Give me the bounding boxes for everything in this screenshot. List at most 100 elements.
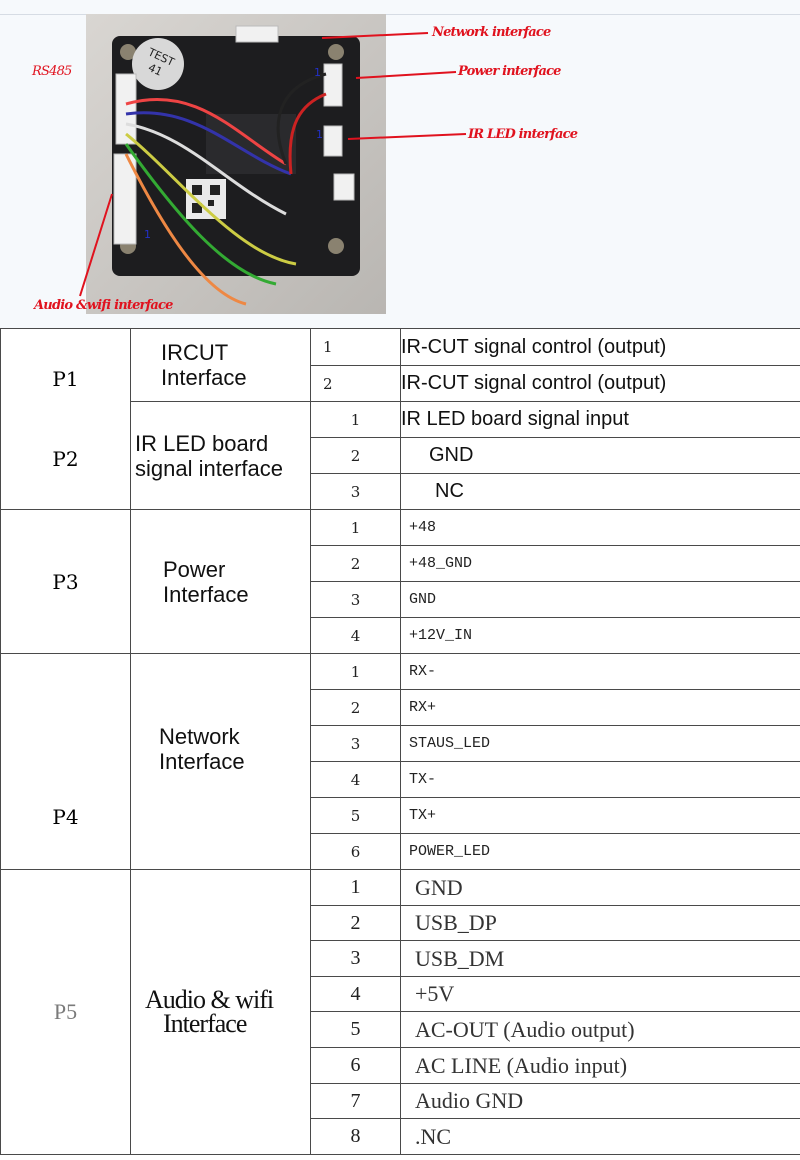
table-row: 3 USB_DM bbox=[1, 940, 800, 977]
table-row: P3 Power Interface 1 +48 bbox=[0, 509, 800, 654]
table-row: IR LED board signal interface 1 IR LED b… bbox=[1, 401, 800, 510]
top-rule bbox=[0, 14, 800, 15]
pin-function: IR LED board signal input bbox=[400, 401, 800, 438]
pin-group-p5: P5 bbox=[0, 869, 131, 1155]
table-row: 3 NC bbox=[1, 473, 800, 510]
interface-name-line: Audio & wifi bbox=[145, 985, 274, 1014]
audio-wifi-interface-label: Audio &wifi interface bbox=[34, 298, 173, 313]
pin1-marker: 1 bbox=[316, 128, 323, 141]
test-sticker bbox=[132, 38, 184, 90]
pin-number: 5 bbox=[310, 1011, 401, 1048]
pin-function: TX- bbox=[400, 761, 800, 798]
pin-function: GND bbox=[400, 581, 800, 618]
pin-group-label: P2 bbox=[52, 447, 79, 471]
pin-number: 3 bbox=[310, 473, 401, 510]
pin-function: +48 bbox=[400, 509, 800, 546]
pin-function: STAUS_LED bbox=[400, 725, 800, 762]
pin-function: GND bbox=[400, 869, 800, 906]
pin-function: USB_DM bbox=[400, 940, 800, 977]
pin-function: +48_GND bbox=[400, 545, 800, 582]
interface-name-irled: IR LED board signal interface bbox=[130, 401, 311, 510]
pin-number: 2 bbox=[310, 365, 401, 402]
callout-lines bbox=[79, 32, 467, 297]
pin-number: 4 bbox=[310, 976, 401, 1012]
pin-number: 2 bbox=[310, 545, 401, 582]
pin-number: 2 bbox=[310, 437, 401, 474]
pin-group-p3: P3 bbox=[0, 509, 131, 654]
pin-number: 1 bbox=[310, 869, 401, 906]
network-interface-label: Network interface bbox=[432, 25, 551, 40]
pin-function: +5V bbox=[400, 976, 800, 1012]
pin-function: IR-CUT signal control (output) bbox=[400, 365, 800, 402]
pin-number: 1 bbox=[310, 653, 401, 690]
pin-function: AC-OUT (Audio output) bbox=[400, 1011, 800, 1048]
test-sticker-number: 41 bbox=[146, 61, 164, 79]
pin-function: NC bbox=[400, 473, 800, 510]
table-row: 8 .NC bbox=[1, 1118, 800, 1155]
mount-hole bbox=[120, 44, 136, 60]
pin-number: 6 bbox=[310, 1047, 401, 1084]
audio-wifi-connector bbox=[113, 153, 137, 245]
interface-name-line: IR LED board bbox=[135, 430, 269, 456]
pin-number: 2 bbox=[310, 689, 401, 726]
interface-name-line: Power bbox=[163, 556, 226, 582]
pin-number: 3 bbox=[310, 940, 401, 977]
pin-number: 5 bbox=[310, 797, 401, 834]
board-photo-panel: TEST 41 1 1 1 RS485 Network interface Po… bbox=[0, 0, 800, 328]
interface-name-line: Interface bbox=[163, 581, 249, 607]
table-row: 5 TX+ bbox=[1, 797, 800, 834]
pin1-marker: 1 bbox=[314, 66, 321, 79]
pin-number: 1 bbox=[310, 509, 401, 546]
table-row: P4 Network Interface 1 RX- bbox=[0, 653, 800, 870]
pin-number: 8 bbox=[310, 1118, 401, 1155]
pin1-marker: 1 bbox=[144, 228, 151, 241]
pin-function: GND bbox=[400, 437, 800, 474]
table-row: 5 AC-OUT (Audio output) bbox=[1, 1011, 800, 1048]
pin-function: Audio GND bbox=[400, 1083, 800, 1119]
interface-name-line: IRCUT bbox=[161, 340, 229, 365]
power-connector bbox=[323, 63, 343, 107]
board-photo: TEST 41 1 1 1 bbox=[86, 14, 386, 314]
power-interface-label: Power interface bbox=[458, 64, 561, 79]
network-connector bbox=[235, 25, 279, 43]
mount-hole bbox=[328, 44, 344, 60]
interface-name-line: Interface bbox=[163, 1009, 247, 1038]
ircut-connector bbox=[333, 173, 355, 201]
interface-name-line: Interface bbox=[161, 365, 247, 390]
pin-number: 4 bbox=[310, 761, 401, 798]
pin-function: AC LINE (Audio input) bbox=[400, 1047, 800, 1084]
table-row: 2 RX+ bbox=[1, 689, 800, 726]
table-row: 3 GND bbox=[1, 581, 800, 618]
pin-group-p4: P4 bbox=[0, 653, 131, 870]
pin-number: 2 bbox=[310, 905, 401, 941]
pin-number: 1 bbox=[310, 328, 401, 366]
table-row: 2 IR-CUT signal control (output) bbox=[1, 365, 800, 402]
pin-group-label: P1 bbox=[52, 367, 79, 391]
table-row: P1 P2 IRCUT Interface 1 IR-CUT signal co… bbox=[0, 328, 800, 510]
table-row: 4 +5V bbox=[1, 976, 800, 1012]
table-row: P5 Audio & wifi Interface 1 GND bbox=[0, 869, 800, 1155]
pin-function: +12V_IN bbox=[400, 617, 800, 654]
pin-function: POWER_LED bbox=[400, 833, 800, 870]
pin-number: 6 bbox=[310, 833, 401, 870]
mount-hole bbox=[328, 238, 344, 254]
pin-number: 3 bbox=[310, 581, 401, 618]
interface-name-line: Interface bbox=[159, 749, 245, 774]
table-row: 4 TX- bbox=[1, 761, 800, 798]
pin-function: RX+ bbox=[400, 689, 800, 726]
table-row: 3 STAUS_LED bbox=[1, 725, 800, 762]
pin-number: 3 bbox=[310, 725, 401, 762]
pin-definition-table: P1 P2 IRCUT Interface 1 IR-CUT signal co… bbox=[0, 328, 800, 1155]
interface-name-line: Network bbox=[159, 724, 240, 749]
interface-name-power: Power Interface bbox=[130, 509, 311, 654]
irled-connector bbox=[323, 125, 343, 157]
pin-number: 4 bbox=[310, 617, 401, 654]
interface-name-network: Network Interface bbox=[130, 653, 311, 870]
pin-group-p1-p2: P1 P2 bbox=[0, 328, 131, 510]
pin-function: IR-CUT signal control (output) bbox=[400, 328, 800, 366]
pin-function: TX+ bbox=[400, 797, 800, 834]
interface-name-ircut: IRCUT Interface bbox=[130, 328, 311, 402]
pin-number: 1 bbox=[310, 401, 401, 438]
pin-function: RX- bbox=[400, 653, 800, 690]
pin-number: 7 bbox=[310, 1083, 401, 1119]
